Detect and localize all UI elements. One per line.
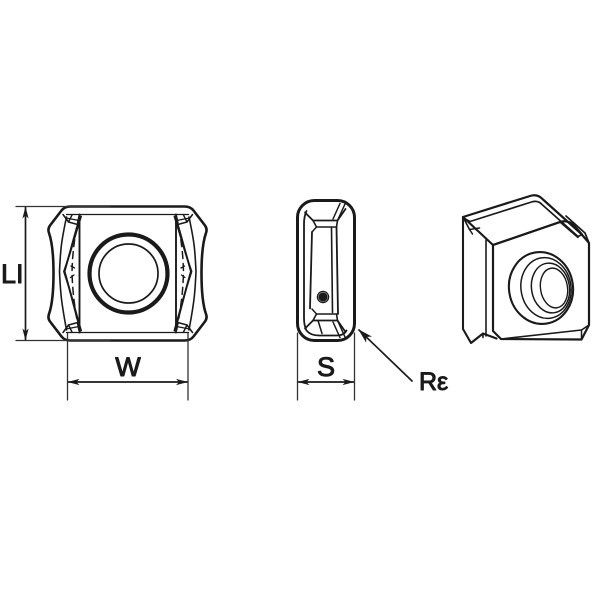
side-view-hole-mark-ring bbox=[316, 290, 330, 304]
dimension-width: W bbox=[66, 332, 189, 401]
iso-corner-facet-right bbox=[565, 215, 590, 244]
iso-top-ridge-3 bbox=[577, 233, 583, 238]
iso-hole bbox=[507, 251, 575, 325]
dim-li-label: LI bbox=[1, 259, 24, 289]
side-view-flank-left bbox=[309, 231, 313, 310]
iso-top-ridge bbox=[469, 200, 579, 238]
front-view-hole-outer bbox=[87, 232, 170, 315]
front-view-right-flank bbox=[173, 213, 197, 334]
side-view-inner-contour bbox=[303, 210, 348, 337]
side-view-outline bbox=[296, 199, 356, 342]
side-view-top-chamfer bbox=[304, 202, 347, 233]
side-view-flank-right-inner bbox=[330, 227, 334, 314]
callout-corner-radius: Rε bbox=[358, 329, 449, 397]
iso-left-flank bbox=[461, 215, 498, 345]
isometric-view bbox=[461, 194, 591, 345]
front-view-outline bbox=[47, 205, 208, 342]
dim-s-label: S bbox=[317, 352, 335, 382]
dimension-length: LI bbox=[1, 205, 111, 342]
front-view bbox=[47, 205, 208, 342]
dim-re-label: Rε bbox=[419, 368, 448, 396]
dim-w-label: W bbox=[115, 352, 141, 382]
front-view-left-flank bbox=[58, 213, 82, 334]
side-view-flank-right bbox=[335, 226, 339, 315]
side-view-hole-mark bbox=[318, 292, 328, 302]
iso-corner-facet-left-2 bbox=[468, 228, 474, 235]
iso-corner-facet-right-2 bbox=[559, 221, 579, 239]
dim-re-leader bbox=[358, 329, 413, 382]
front-view-hole-inner bbox=[98, 243, 159, 304]
dimension-thickness: S bbox=[296, 332, 356, 401]
side-view-bottom-chamfer bbox=[304, 308, 347, 339]
side-view bbox=[296, 199, 356, 342]
iso-bottom-band bbox=[500, 324, 590, 340]
iso-top-surface bbox=[461, 194, 584, 247]
